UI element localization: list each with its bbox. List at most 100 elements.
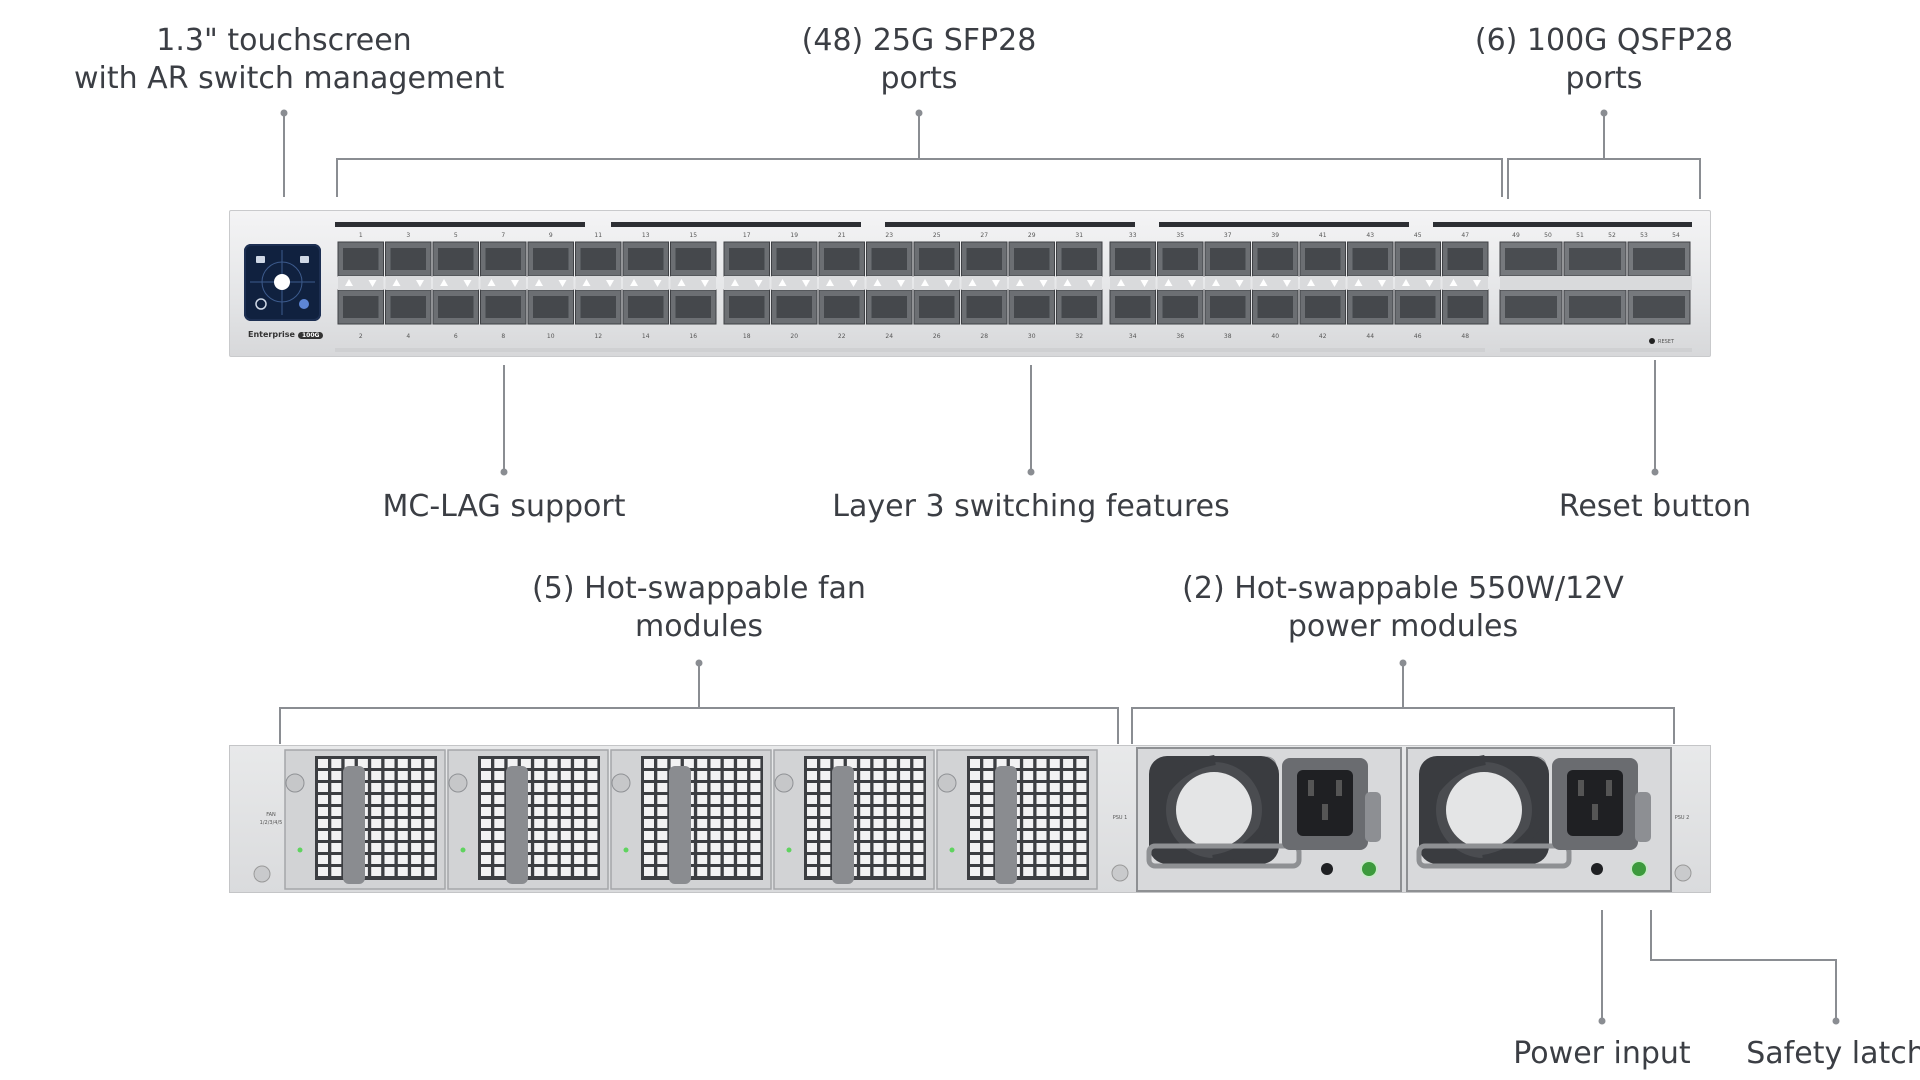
qsfp-port-number: 50: [1544, 232, 1552, 239]
port-number-bottom: 14: [642, 333, 650, 340]
port-number-bottom: 22: [838, 333, 846, 340]
port-led-down-icon: [416, 280, 424, 287]
sfp-port-opening: [438, 296, 474, 318]
sfp-port-opening: [1305, 296, 1341, 318]
port-led-up-icon: [1402, 279, 1410, 286]
sfp-port-opening: [1061, 296, 1097, 318]
sfp-port-opening: [390, 248, 426, 270]
layer3-callout: Layer 3 switching features: [832, 489, 1230, 524]
port-led-up-icon: [1212, 279, 1220, 286]
port-number-top: 41: [1319, 232, 1327, 239]
port-led-down-icon: [1425, 280, 1434, 287]
port-number-top: 25: [933, 232, 941, 239]
port-number-top: 47: [1461, 232, 1469, 239]
sfp-port-opening: [1400, 248, 1436, 270]
touchscreen-display[interactable]: [244, 244, 321, 321]
sfp-port-opening: [1210, 296, 1246, 318]
port-group-bar: [611, 222, 861, 227]
port-led-strip: [1252, 276, 1298, 290]
sfp-port-opening: [1352, 248, 1388, 270]
qsfp-port-number: 52: [1608, 232, 1616, 239]
port-number-top: 19: [790, 232, 798, 239]
sfp-port-opening: [966, 248, 1002, 270]
sfp-port-opening: [1447, 296, 1483, 318]
port-led-strip: [480, 276, 526, 290]
port-led-down-icon: [368, 280, 377, 287]
port-led-down-icon: [802, 280, 810, 287]
sfp-port-opening: [824, 248, 860, 270]
touchscreen-callout: 1.3" touchscreen with AR switch manageme…: [74, 23, 505, 96]
port-number-bottom: 28: [980, 333, 988, 340]
sfp-port-opening: [580, 248, 616, 270]
port-led-up-icon: [921, 279, 929, 286]
port-led-strip: [385, 276, 431, 290]
sfp-port-opening: [1352, 296, 1388, 318]
port-led-down-icon: [511, 280, 519, 287]
port-led-up-icon: [1307, 279, 1315, 286]
fan-label: FAN: [266, 812, 276, 818]
port-group-bar: [1159, 222, 1409, 227]
qsfp-port-number: 49: [1512, 232, 1520, 239]
port-led-down-icon: [1140, 280, 1149, 287]
sfp-port-opening: [675, 248, 711, 270]
sfp-port-opening: [871, 296, 907, 318]
port-number-top: 37: [1224, 232, 1232, 239]
port-number-top: 3: [406, 232, 410, 239]
port-led-down-icon: [558, 280, 567, 287]
port-led-up-icon: [1063, 279, 1072, 286]
psu-handle: [1146, 843, 1302, 869]
power-input-port: [1591, 863, 1603, 875]
port-number-top: 21: [838, 232, 846, 239]
port-number-bottom: 30: [1028, 333, 1036, 340]
sfp-port-opening: [871, 248, 907, 270]
port-number-bottom: 20: [790, 333, 798, 340]
port-led-up-icon: [487, 279, 496, 286]
sfp-port-opening: [1447, 248, 1483, 270]
power-input-port: [1321, 863, 1333, 875]
qsfp-port-opening: [1569, 296, 1621, 318]
port-led-up-icon: [1117, 279, 1125, 286]
reset-label: RESET: [1658, 339, 1675, 345]
port-led-up-icon: [1259, 279, 1268, 286]
port-number-bottom: 8: [501, 333, 505, 340]
port-led-strip: [623, 276, 669, 290]
port-led-down-icon: [849, 280, 858, 287]
port-number-top: 11: [594, 232, 602, 239]
port-led-strip: [1395, 276, 1441, 290]
power-callout: (2) Hot-swappable 550W/12V power modules: [1182, 571, 1624, 644]
port-led-strip: [433, 276, 479, 290]
qsfp28-callout: (6) 100G QSFP28 ports: [1474, 23, 1734, 96]
psu-handle: [1416, 843, 1572, 869]
port-led-up-icon: [535, 279, 543, 286]
sfp-port-opening: [919, 248, 955, 270]
sfp-port-opening: [390, 296, 426, 318]
port-led-down-icon: [992, 280, 1000, 287]
sfp-port-opening: [1305, 248, 1341, 270]
port-led-down-icon: [1473, 280, 1481, 287]
port-number-top: 35: [1176, 232, 1184, 239]
sfp-port-opening: [1115, 248, 1151, 270]
port-led-down-icon: [1378, 280, 1386, 287]
port-led-up-icon: [731, 279, 739, 286]
port-led-up-icon: [873, 279, 882, 286]
mclag-callout: MC-LAG support: [382, 489, 626, 524]
power-inlet: [1567, 770, 1623, 836]
qsfp-led-strip: [1500, 276, 1692, 290]
port-number-top: 5: [454, 232, 458, 239]
sfp-port-opening: [729, 248, 765, 270]
port-number-bottom: 32: [1075, 333, 1083, 340]
sfp-port-opening: [580, 296, 616, 318]
safety-latch-callout: Safety latch: [1746, 1036, 1920, 1071]
psu2-label: PSU 2: [1675, 815, 1690, 821]
qsfp-port-opening: [1505, 296, 1557, 318]
port-led-strip: [1009, 276, 1055, 290]
sfp-port-opening: [919, 296, 955, 318]
port-number-bottom: 16: [689, 333, 697, 340]
sfp-port-opening: [533, 248, 569, 270]
power-input-callout: Power input: [1513, 1036, 1691, 1071]
port-number-top: 33: [1129, 232, 1137, 239]
port-led-up-icon: [345, 279, 353, 286]
